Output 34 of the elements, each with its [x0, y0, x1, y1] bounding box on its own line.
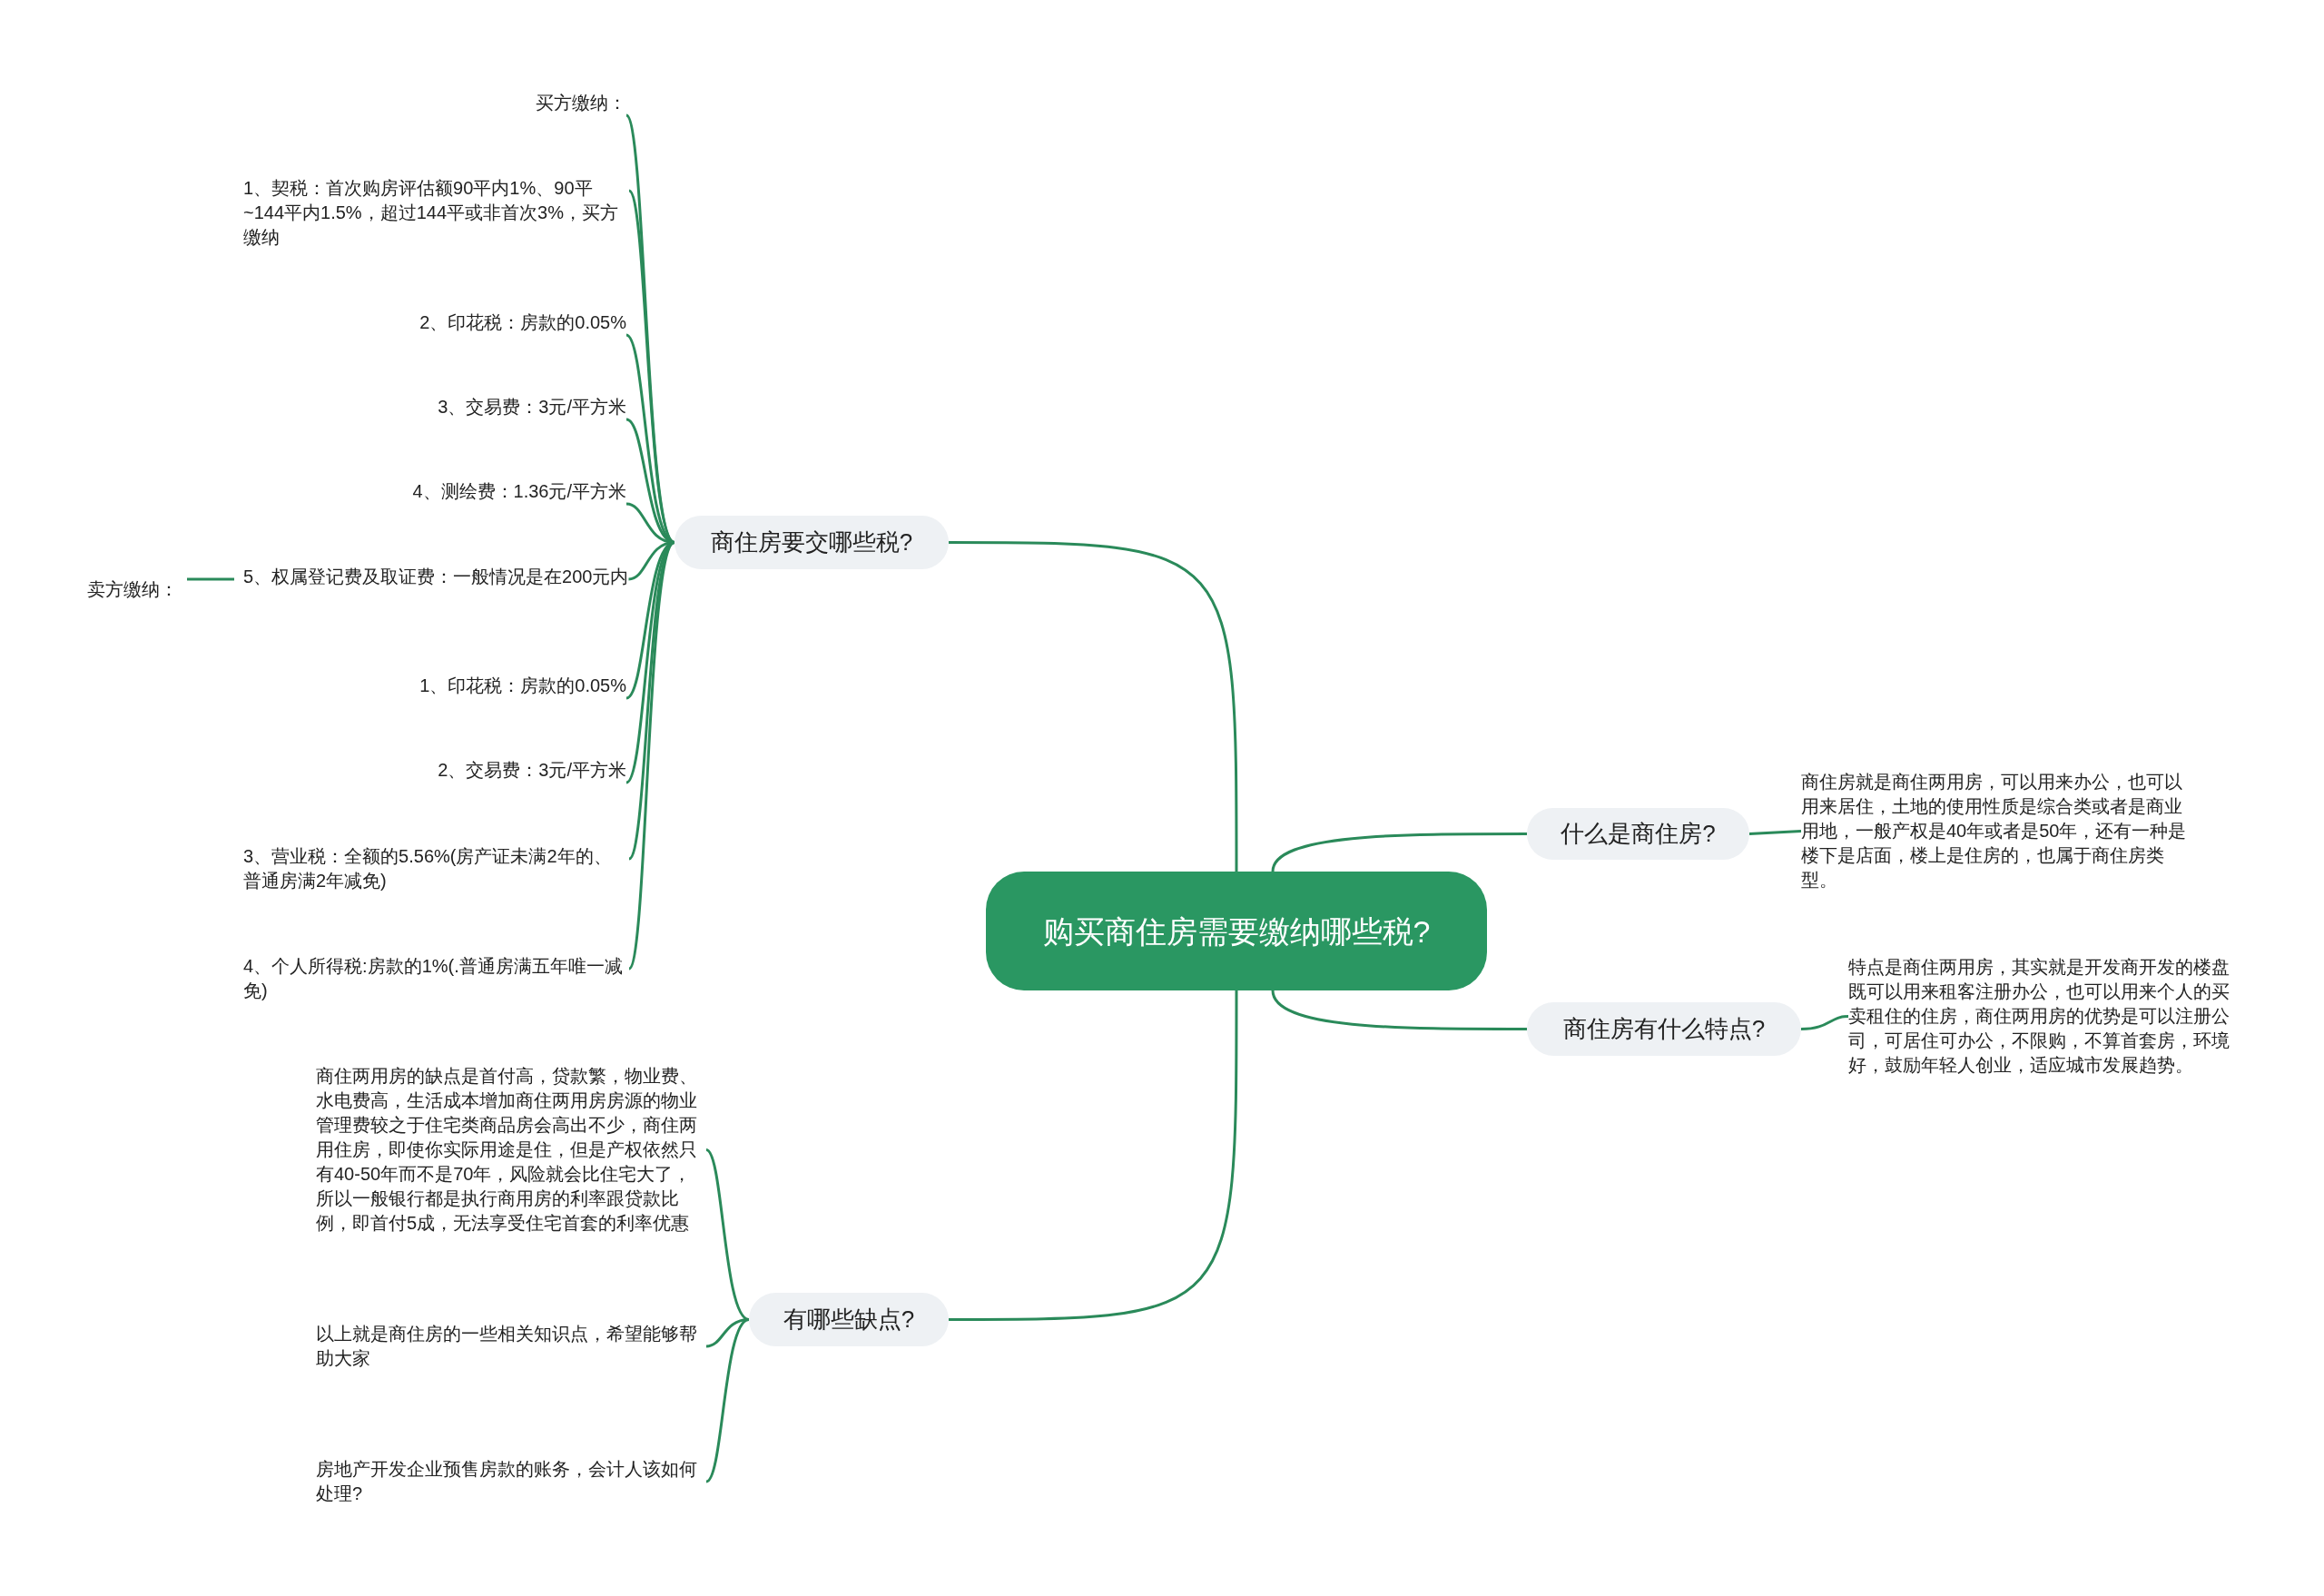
connector-line: [1748, 830, 1802, 835]
connector-line: [187, 577, 234, 581]
connector-line: [705, 1318, 750, 1483]
connector-line: [625, 541, 675, 700]
connector-line: [1800, 1015, 1849, 1030]
note-text: 1、契税：首次购房评估额90平内1%、90平~144平内1.5%，超过144平或非首次3%，买方缴纳: [243, 176, 629, 250]
connector-line: [949, 541, 1238, 872]
note-text: 3、营业税：全额的5.56%(房产证未满2年的、普通房满2年减免): [243, 844, 629, 893]
connector-line: [949, 990, 1238, 1321]
note-text: 商住两用房的缺点是首付高，贷款繁，物业费、水电费高，生活成本增加商住两用房房源的物业管理费较之于住宅类商品房会高出不少，商住两用住房，即使你实际用途是住，但是产权依然只有40-50年而不是70年，风险就会比住宅大了，所以一般银行都是执行商用房的利率跟贷款比例，即首付5成，无法享受住宅首套的利率优惠: [316, 1064, 706, 1236]
note-text: 以上就是商住房的一些相关知识点，希望能够帮助大家: [316, 1322, 706, 1371]
note-text: 买方缴纳：: [536, 91, 626, 115]
note-text: 2、交易费：3元/平方米: [438, 758, 626, 783]
note-text: 4、测绘费：1.36元/平方米: [412, 479, 626, 504]
connector-line: [1271, 990, 1527, 1030]
connector-line: [1271, 832, 1527, 872]
note-text: 5、权属登记费及取证费：一般情况是在200元内: [243, 565, 629, 589]
connector-line: [625, 114, 676, 544]
note-text: 2、印花税：房款的0.05%: [419, 310, 626, 335]
note-text: 1、印花税：房款的0.05%: [419, 674, 626, 698]
connector-line: [625, 333, 675, 544]
note-text: 3、交易费：3元/平方米: [438, 395, 626, 419]
note-text: 4、个人所得税:房款的1%(.普通房满五年唯一减免): [243, 954, 629, 1003]
central-topic: 购买商住房需要缴纳哪些税?: [986, 872, 1487, 990]
note-text: 卖方缴纳：: [87, 577, 178, 602]
topic-pill: 什么是商住房?: [1527, 808, 1749, 860]
note-text: 特点是商住两用房，其实就是开发商开发的楼盘既可以用来租客注册办公，也可以用来个人的买卖租住的住房，商住两用房的优势是可以注册公司，可居住可办公，不限购，不算首套房，环境好，鼓励年轻人创业，适应城市发展趋势。: [1848, 955, 2242, 1078]
topic-pill: 商住房有什么特点?: [1527, 1002, 1801, 1056]
connector-line: [705, 1148, 750, 1321]
note-text: 房地产开发企业预售房款的账务，会计人该如何处理?: [316, 1457, 706, 1506]
connector-line: [627, 541, 676, 970]
topic-pill: 商住房要交哪些税?: [675, 516, 949, 569]
note-text: 商住房就是商住两用房，可以用来办公，也可以用来居住，土地的使用性质是综合类或者是商业用地，一般产权是40年或者是50年，还有一种是楼下是店面，楼上是住房的，也属于商住房类型。: [1801, 770, 2191, 892]
topic-pill: 有哪些缺点?: [749, 1293, 949, 1346]
